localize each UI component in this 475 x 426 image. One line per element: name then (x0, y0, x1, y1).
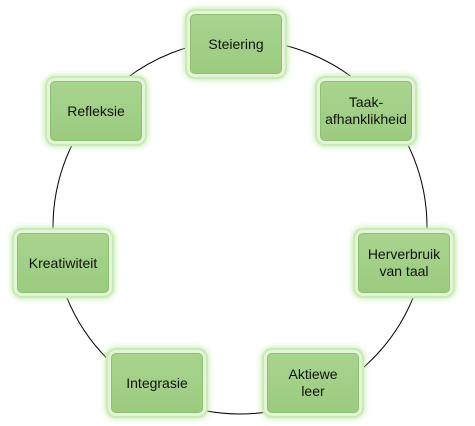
cycle-node-aktiewe-leer: Aktiewe leer (267, 353, 359, 413)
cycle-node-refleksie: Refleksie (50, 81, 142, 141)
cycle-node-label: Aktiewe leer (288, 366, 338, 399)
cycle-node-taakafhanklikheid: Taak- afhanklikheid (320, 81, 412, 141)
cycle-node-label: Refleksie (67, 102, 125, 119)
cycle-node-label: Kreatiwiteit (28, 254, 98, 271)
cycle-node-steiering: Steiering (190, 14, 282, 74)
cycle-node-label: Taak- afhanklikheid (325, 94, 407, 127)
cycle-node-label: Herverbruik van taal (367, 246, 441, 279)
cycle-node-label: Steiering (208, 35, 264, 52)
cycle-node-kreatiwiteit: Kreatiwiteit (17, 233, 109, 293)
cycle-node-label: Integrasie (126, 374, 188, 391)
cycle-node-integrasie: Integrasie (111, 353, 203, 413)
cycle-node-herverbruik-van-taal: Herverbruik van taal (358, 233, 450, 293)
